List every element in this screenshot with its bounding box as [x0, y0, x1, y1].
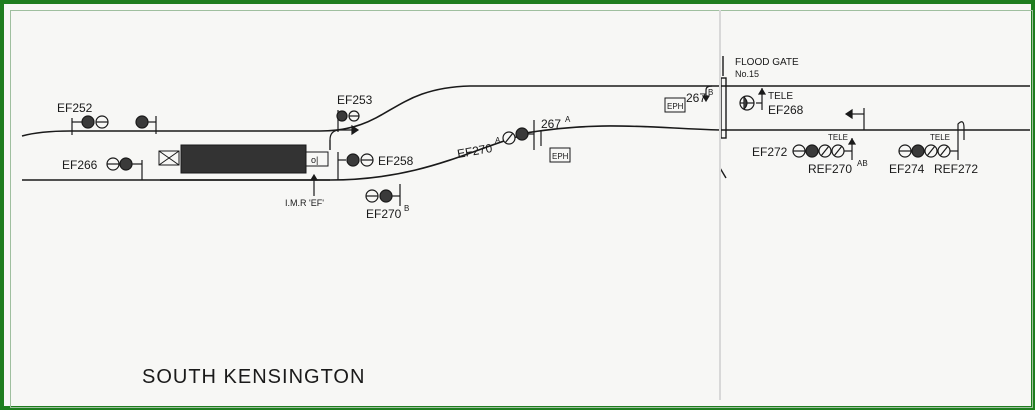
label-267a: 267 [541, 117, 561, 131]
signal-ef266 [106, 157, 143, 180]
crossed-box [158, 150, 180, 166]
track-arrow [844, 108, 865, 130]
signal-ef253 [329, 110, 360, 150]
eph-box-upper [664, 97, 686, 113]
label-ef270a-sup: A [495, 136, 501, 145]
label-ref270: REF270 [808, 162, 852, 176]
label-ef266: EF266 [62, 158, 98, 172]
track-middle [519, 125, 1030, 135]
label-ef270b: EF270 [366, 207, 402, 221]
station-platform [180, 144, 307, 174]
label-ef253: EF253 [337, 93, 373, 107]
label-imr: I.M.R 'EF' [285, 198, 324, 208]
label-ef270a: EF270 [456, 141, 494, 161]
label-ef274: EF274 [889, 162, 925, 176]
track-upper-left [21, 85, 1030, 137]
label-ref272: REF272 [934, 162, 978, 176]
signal-ef274 [898, 121, 965, 160]
platform-box-label: o| [311, 155, 318, 165]
station-title: SOUTH KENSINGTON [142, 366, 366, 388]
label-ef252: EF252 [57, 101, 93, 115]
label-ref270-sup: AB [857, 159, 868, 168]
eph-label-upper: EPH [667, 102, 684, 111]
track-lower [22, 135, 521, 181]
inner-border [10, 10, 1033, 408]
label-flood-gate: FLOOD GATE [735, 57, 799, 68]
signal-267b-mark [701, 85, 713, 103]
label-ef270b-sup: B [404, 204, 409, 213]
label-267b: 267 [686, 91, 706, 105]
label-ef258: EF258 [378, 154, 414, 168]
signal-ef268 [739, 87, 767, 111]
label-ef268: EF268 [768, 103, 804, 117]
label-267a-sup: A [565, 115, 571, 124]
signal-ef272 [792, 137, 857, 160]
imr-marker [309, 173, 319, 196]
eph-label-lower: EPH [552, 152, 569, 161]
eph-box-lower [549, 147, 571, 163]
signal-ef252-b [135, 115, 157, 134]
signal-ef258 [337, 152, 374, 180]
label-tele1: TELE [768, 91, 793, 102]
label-ef272: EF272 [752, 145, 788, 159]
signal-ef270b [365, 184, 401, 206]
label-flood-no: No.15 [735, 69, 759, 79]
label-267b-sup: B [708, 88, 713, 97]
platform-end-box [305, 151, 329, 167]
signal-ef270a [502, 120, 535, 150]
label-tele2: TELE [828, 133, 848, 142]
label-tele3: TELE [930, 133, 950, 142]
signal-ef252 [71, 115, 109, 135]
